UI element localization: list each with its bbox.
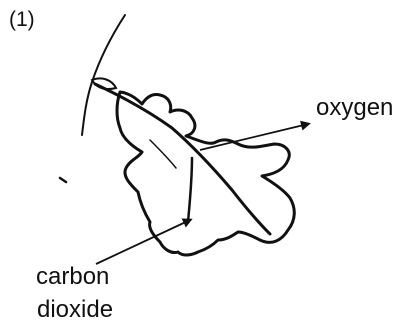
part-number-label: (1): [9, 9, 35, 30]
leaf-inner-crease: [150, 140, 176, 168]
leaf-vein-down: [188, 158, 192, 222]
carbon-dioxide-arrow: [96, 220, 190, 264]
oxygen-label: oxygen: [316, 96, 393, 120]
leaf-midrib: [95, 84, 270, 234]
stray-mark: [60, 178, 66, 182]
carbon-dioxide-label-line2: dioxide: [37, 298, 113, 322]
carbon-dioxide-label-line1: carbon: [36, 265, 109, 289]
